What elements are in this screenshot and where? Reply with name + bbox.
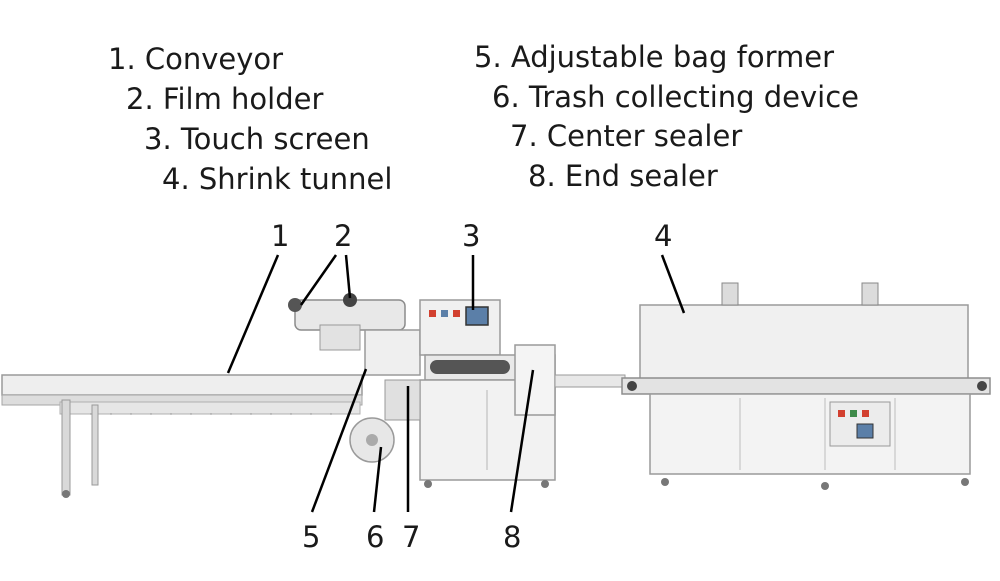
legend-item-touch-screen: 3. Touch screen: [144, 122, 370, 156]
legend-item-conveyor: 1. Conveyor: [108, 42, 284, 76]
legend-item-film-holder: 2. Film holder: [126, 82, 324, 116]
callout-4: 4: [654, 219, 673, 253]
legend-item-shrink-tunnel: 4. Shrink tunnel: [162, 162, 393, 196]
flow-wrap-unit: [364, 299, 556, 488]
leader-line-6: [372, 446, 383, 513]
leader-lines: [226, 254, 686, 513]
callout-7: 7: [402, 520, 421, 554]
shrink-tunnel: [621, 282, 991, 490]
leader-line-2b: [344, 254, 352, 299]
leader-line-2a: [299, 254, 338, 306]
film-holder: [288, 293, 406, 351]
callout-2: 2: [334, 219, 353, 253]
leader-line-5: [310, 368, 368, 513]
callout-1: 1: [271, 219, 290, 253]
link-conveyor: [554, 374, 626, 388]
legend-item-bag-former: 5. Adjustable bag former: [474, 40, 835, 74]
legend-item-trash-device: 6. Trash collecting device: [492, 80, 860, 114]
callout-3: 3: [462, 219, 481, 253]
legend-item-center-sealer: 7. Center sealer: [510, 119, 743, 153]
conveyor: [1, 374, 363, 498]
legend-item-end-sealer: 8. End sealer: [528, 159, 718, 193]
leader-line-4: [660, 254, 686, 314]
callout-6: 6: [366, 520, 385, 554]
trash-collecting-device: [349, 417, 395, 463]
leader-line-1: [226, 254, 280, 374]
callout-8: 8: [503, 520, 522, 554]
callout-5: 5: [302, 520, 321, 554]
leader-line-8: [509, 369, 535, 513]
